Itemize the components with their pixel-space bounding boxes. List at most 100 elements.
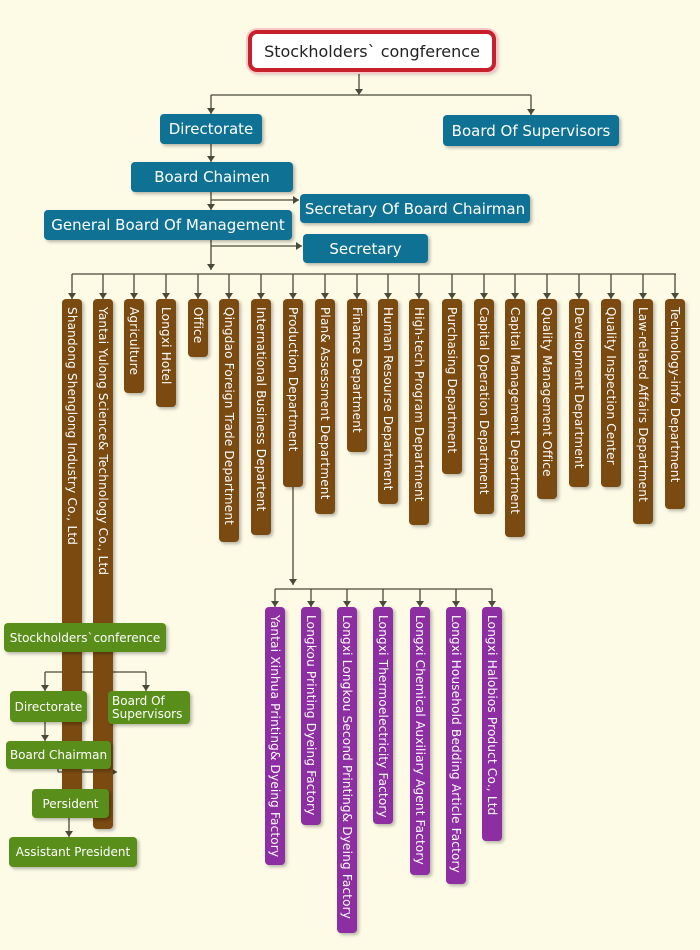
department-node-label: Longxi Hotel: [159, 307, 173, 385]
arrow-head: [307, 601, 315, 607]
factory-node-label: Longxi Longkou Second Printing& Dyeing F…: [340, 615, 354, 920]
subsidiary-stockholders-conference-node: Stockholders`conference: [4, 623, 166, 652]
department-node-label: Quality Management Office: [540, 307, 554, 477]
department-node: Office: [188, 299, 208, 357]
factory-node-label: Longxi Thermoelectricity Factory: [376, 615, 390, 818]
department-node: Quality Management Office: [537, 299, 557, 499]
arrow-head: [416, 601, 424, 607]
department-node-label: Qingdao Foreign Trade Department: [222, 307, 236, 526]
department-node-label: Technology-info Department: [668, 307, 682, 483]
arrow-head: [65, 831, 73, 837]
arrow-head: [68, 293, 76, 299]
arrow-head: [448, 293, 456, 299]
arrow-head: [289, 293, 297, 299]
department-node: Production Department: [283, 299, 303, 487]
arrow-head: [639, 293, 647, 299]
department-node-label: Production Department: [286, 307, 300, 452]
directorate-node: Directorate: [160, 114, 262, 144]
department-node: Human Resourse Department: [378, 299, 398, 504]
president-node: Persident: [32, 789, 109, 818]
arrow-head: [194, 293, 202, 299]
department-node: Longxi Hotel: [156, 299, 176, 407]
arrow-head: [99, 293, 107, 299]
department-node: Capital Operation Department: [474, 299, 494, 514]
arrow-head: [480, 293, 488, 299]
department-node-label: Capital Management Department: [508, 307, 522, 515]
arrow-head: [257, 293, 265, 299]
arrow-head: [384, 293, 392, 299]
arrow-head: [130, 293, 138, 299]
factory-node: Longxi Longkou Second Printing& Dyeing F…: [337, 607, 357, 933]
assistant-president-node: Assistant President: [9, 837, 137, 867]
department-node-label: Law-related Affairs Department: [636, 307, 650, 502]
arrow-head: [488, 601, 496, 607]
department-node: Finance Department: [347, 299, 367, 452]
subsidiary-directorate-node: Directorate: [10, 691, 87, 722]
arrow-head: [41, 735, 49, 741]
department-node-label: Shandong Shenglong Industry Co., Ltd: [65, 307, 79, 546]
department-node: Agriculture: [124, 299, 144, 393]
department-node-label: Quality Inspection Center: [604, 307, 618, 465]
department-node-label: International Business Departent: [254, 307, 268, 512]
department-node: Development Department: [569, 299, 589, 487]
department-node-label: Human Resourse Department: [381, 307, 395, 491]
department-node-label: Development Department: [572, 307, 586, 469]
factory-node-label: Longxi Household Bedding Article Factory: [449, 615, 463, 873]
factory-node: Longxi Halobios Product Co., Ltd: [482, 607, 502, 841]
arrow-head: [41, 685, 49, 691]
arrow-head: [671, 293, 679, 299]
arrow-head: [207, 156, 215, 162]
arrow-head: [575, 293, 583, 299]
department-node: Plan& Assessment Department: [315, 299, 335, 514]
factory-node: Longxi Chemical Auxiliary Agent Factory: [410, 607, 430, 875]
arrow-head: [162, 293, 170, 299]
arrow-head: [271, 601, 279, 607]
department-node: Capital Management Department: [505, 299, 525, 537]
subsidiary-board-of-supervisors-node: Board Of Supervisors: [108, 691, 190, 724]
arrow-head: [607, 293, 615, 299]
department-node: Qingdao Foreign Trade Department: [219, 299, 239, 542]
department-node: High-tech Program Department: [409, 299, 429, 525]
secretary-of-board-chairman-node: Secretary Of Board Chairman: [300, 194, 530, 223]
factory-node: Yantai Xinhua Printing& Dyeing Factory: [265, 607, 285, 865]
factory-node: Longxi Household Bedding Article Factory: [446, 607, 466, 884]
department-node-label: High-tech Program Department: [412, 307, 426, 502]
arrow-head: [321, 293, 329, 299]
factory-node-label: Longxi Halobios Product Co., Ltd: [485, 615, 499, 816]
factory-node: Longkou Printing Dyeing Factory: [301, 607, 321, 825]
arrow-head: [527, 109, 535, 115]
factory-node-label: Longxi Chemical Auxiliary Agent Factory: [413, 615, 427, 865]
arrow-head: [225, 293, 233, 299]
arrow-head: [415, 293, 423, 299]
department-node: Quality Inspection Center: [601, 299, 621, 487]
factory-node: Longxi Thermoelectricity Factory: [373, 607, 393, 824]
arrow-head: [379, 601, 387, 607]
factory-node-label: Longkou Printing Dyeing Factory: [304, 615, 318, 816]
department-node-label: Capital Operation Department: [477, 307, 491, 495]
stockholders-conference-node: Stockholders` congference: [248, 30, 496, 72]
board-of-supervisors-node: Board Of Supervisors: [443, 115, 619, 146]
department-node-label: Finance Department: [350, 307, 364, 433]
arrow-head: [543, 293, 551, 299]
department-node-label: Office: [191, 307, 205, 344]
arrow-head: [511, 293, 519, 299]
department-node: Law-related Affairs Department: [633, 299, 653, 524]
department-node: Purchasing Department: [442, 299, 462, 474]
department-node-label: Agriculture: [127, 307, 141, 376]
department-node-label: Purchasing Department: [445, 307, 459, 454]
arrow-head: [296, 242, 302, 250]
arrow-head: [293, 196, 299, 204]
subsidiary-board-of-supervisors-label: Board Of Supervisors: [112, 693, 183, 721]
arrow-head: [207, 204, 215, 210]
arrow-head: [355, 89, 363, 95]
arrow-head: [142, 685, 150, 691]
arrow-head: [207, 108, 215, 114]
department-node-label: Plan& Assessment Department: [318, 307, 332, 500]
department-node: Technology-info Department: [665, 299, 685, 509]
factory-node-label: Yantai Xinhua Printing& Dyeing Factory: [268, 615, 282, 858]
arrow-head: [343, 601, 351, 607]
department-node: Shandong Shenglong Industry Co., Ltd: [62, 299, 82, 811]
general-board-of-management-node: General Board Of Management: [44, 210, 292, 240]
